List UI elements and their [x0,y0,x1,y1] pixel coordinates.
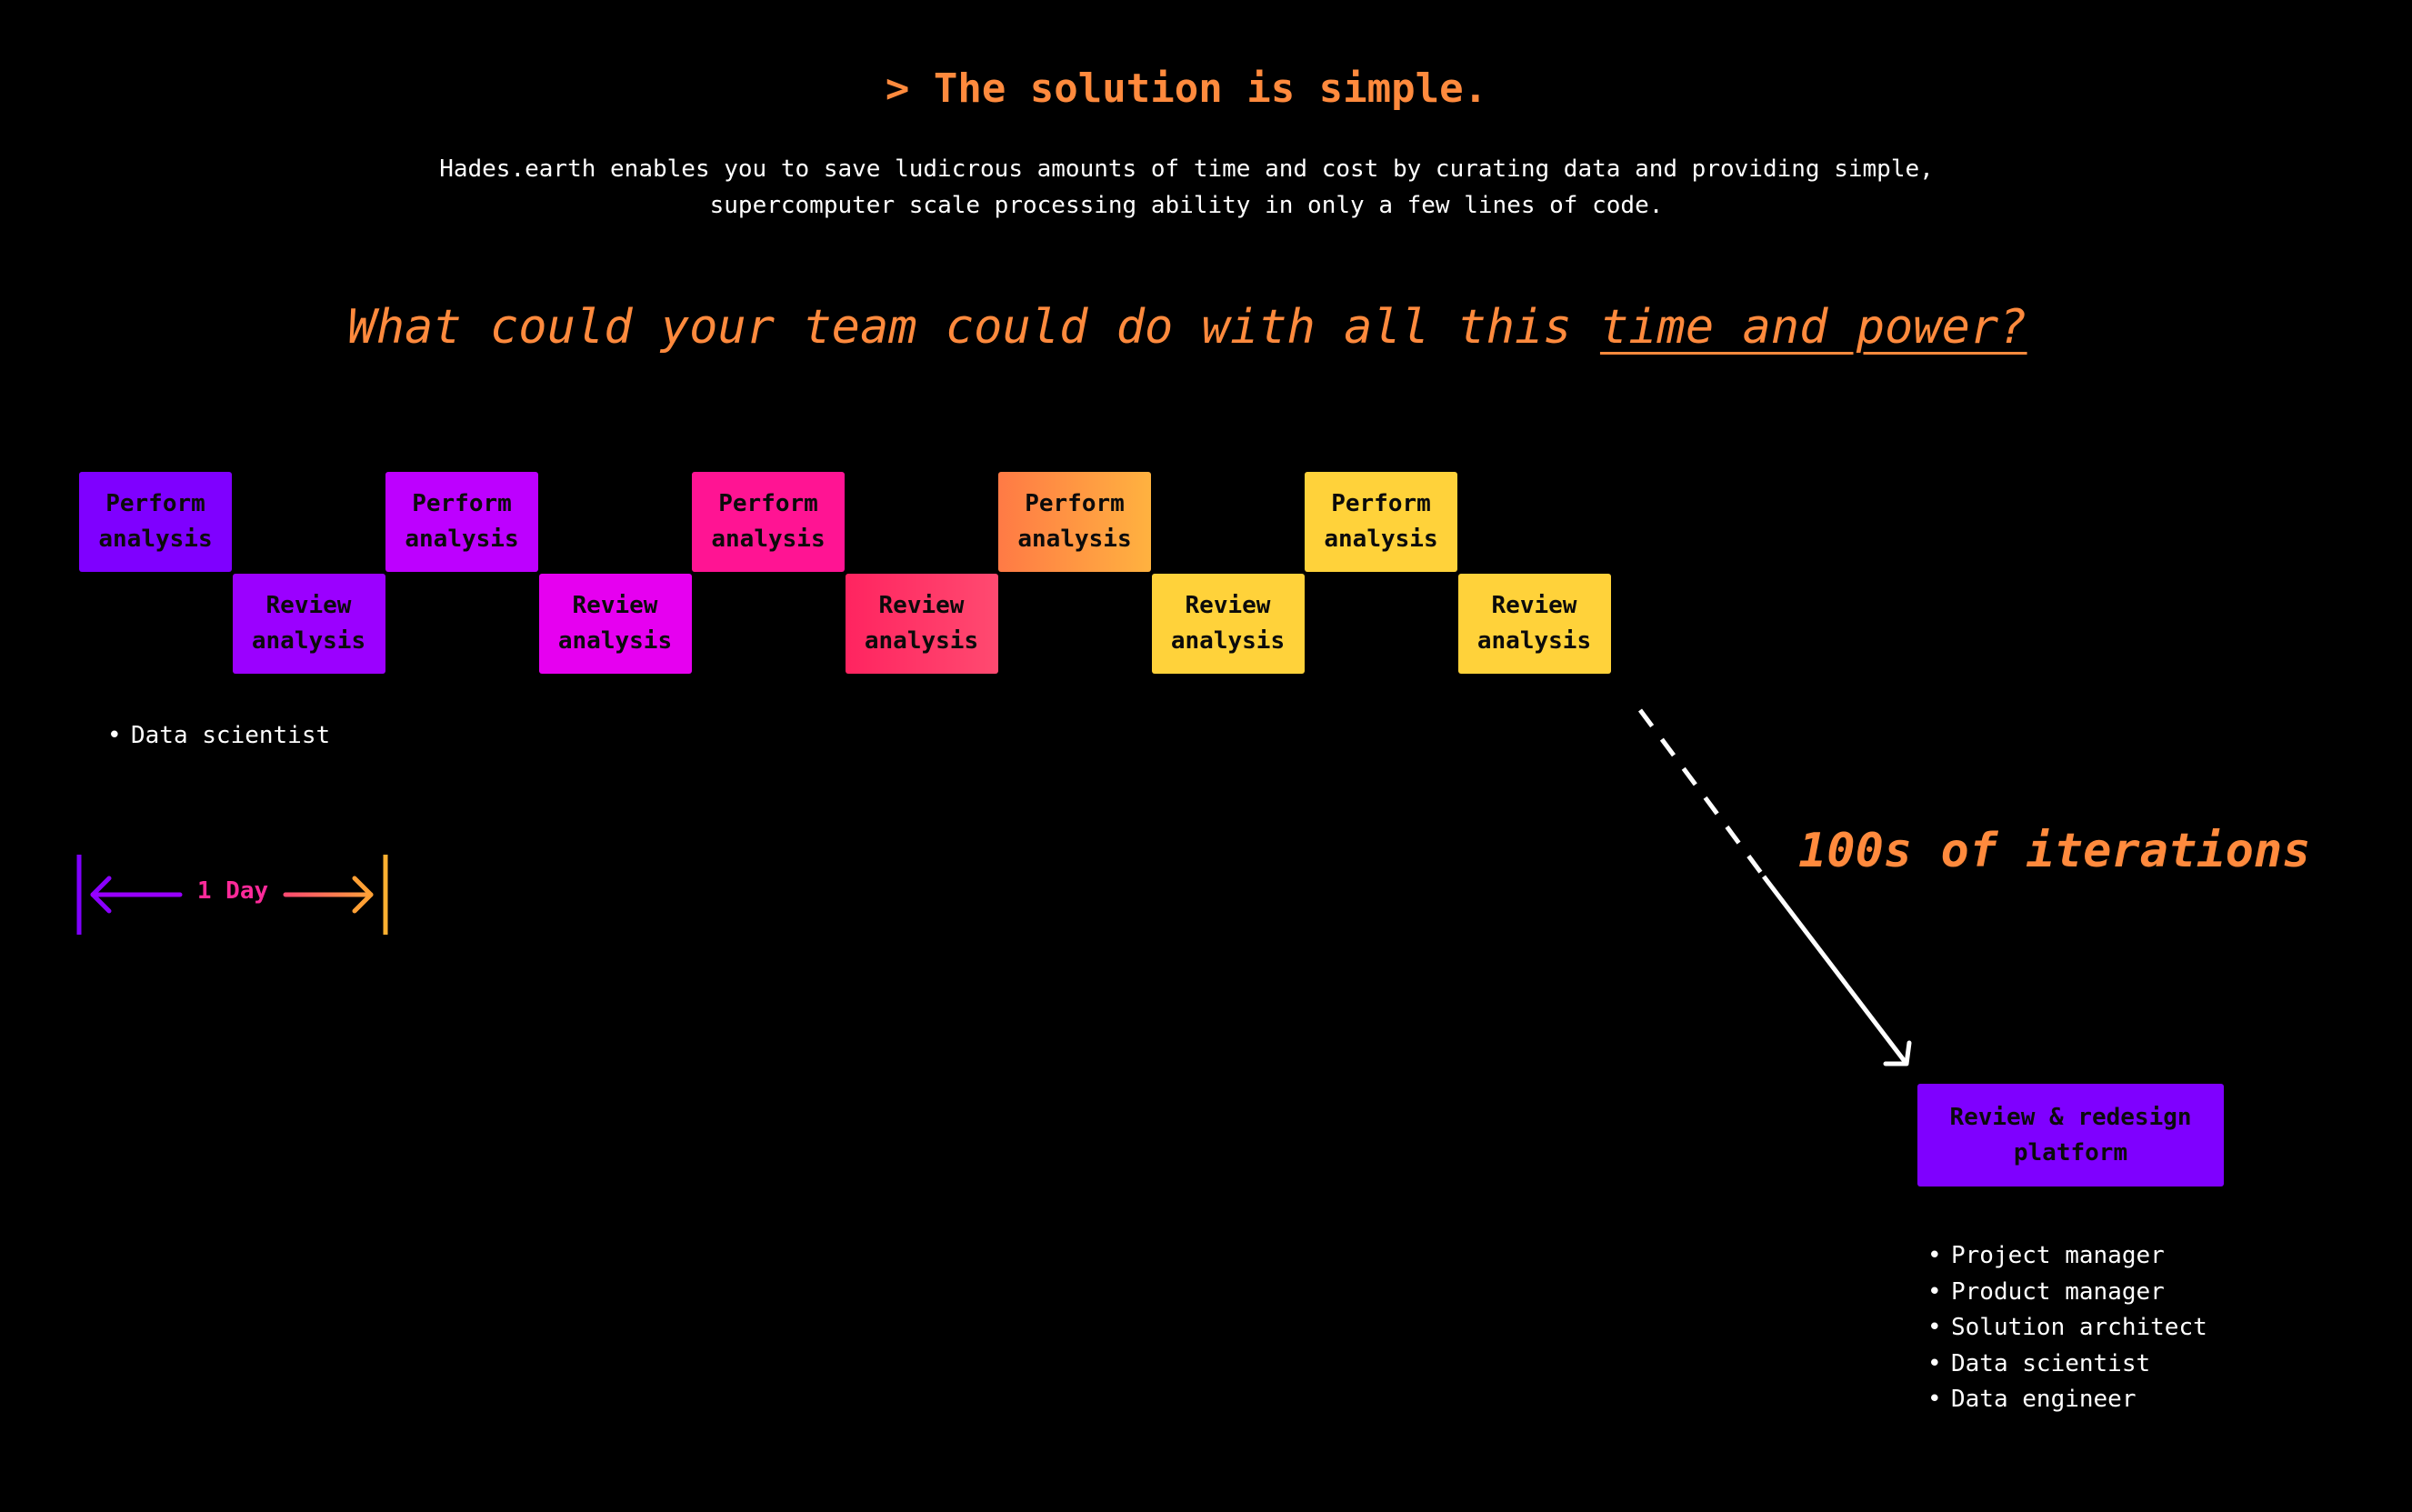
arrow-right-icon [352,876,374,914]
step-box: Review analysis [845,574,998,674]
timescale-label: 1 Day [196,877,269,905]
iterations-dashed-line [1637,708,1766,878]
role-item: Project manager [1927,1238,2207,1275]
step-box: Perform analysis [385,472,538,572]
intro-text: Hades.earth enables you to save ludicrou… [439,155,1934,219]
step-box: Review analysis [1457,574,1611,674]
iterations-arrow [1637,708,1912,1066]
step-box: Review analysis [1151,574,1305,674]
role-item: Data scientist [107,718,330,755]
headline: > The solution is simple. [885,65,1488,112]
role-item: Solution architect [1927,1310,2207,1347]
role-item: Data engineer [1927,1382,2207,1418]
step-box: Perform analysis [1305,472,1457,572]
question-emphasis: time and power? [1599,300,2027,355]
step-box: Perform analysis [998,472,1151,572]
final-step-box: Review & redesign platform [1917,1084,2224,1187]
step-box: Perform analysis [692,472,845,572]
right-role-list: Project managerProduct managerSolution a… [1927,1238,2207,1418]
step-box: Review analysis [538,574,692,674]
role-item: Data scientist [1927,1347,2207,1383]
iterations-label: 100s of iterations [1798,824,2311,878]
step-box: Perform analysis [79,472,232,572]
role-item: Product manager [1927,1275,2207,1311]
timescale-bracket [76,855,388,935]
arrow-down-right-icon [1883,1040,1912,1066]
iterations-solid-line [1762,875,1908,1066]
question-heading: What could your team could do with all t… [0,300,2375,355]
step-box: Review analysis [232,574,385,674]
question-prefix: What could your team could do with all t… [347,300,1600,355]
left-role-list: Data scientist [107,718,330,755]
